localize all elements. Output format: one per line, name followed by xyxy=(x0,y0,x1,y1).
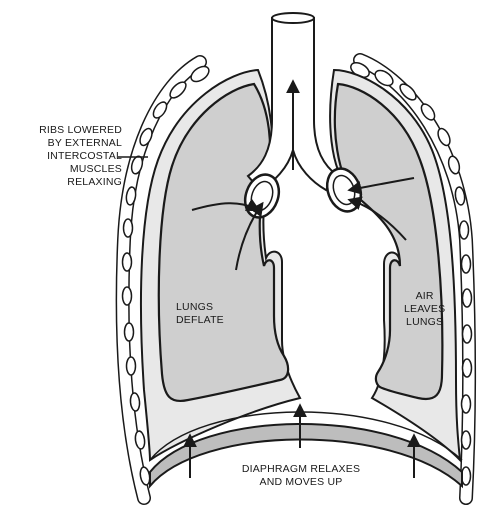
air-leaves-label: AIR LEAVES LUNGS xyxy=(404,290,445,329)
lungs-deflate-label: LUNGS DEFLATE xyxy=(176,301,224,327)
lungs-label-line: LUNGS xyxy=(176,301,224,314)
ribs-label-line: BY EXTERNAL xyxy=(4,137,122,150)
air-label-line: AIR xyxy=(404,290,445,303)
ribs-label: RIBS LOWERED BY EXTERNAL INTERCOSTAL MUS… xyxy=(4,124,122,189)
trachea-opening xyxy=(272,13,314,23)
diaphragm-label-line: DIAPHRAGM RELAXES xyxy=(186,463,416,476)
ribs-label-line: RIBS LOWERED xyxy=(4,124,122,137)
air-label-line: LEAVES xyxy=(404,303,445,316)
ribs-label-line: RELAXING xyxy=(4,176,122,189)
ribs-label-line: INTERCOSTAL xyxy=(4,150,122,163)
air-label-line: LUNGS xyxy=(404,316,445,329)
ribs-label-line: MUSCLES xyxy=(4,163,122,176)
lungs-label-line: DEFLATE xyxy=(176,314,224,327)
diaphragm-label-line: AND MOVES UP xyxy=(186,476,416,489)
diaphragm-label: DIAPHRAGM RELAXES AND MOVES UP xyxy=(186,463,416,489)
